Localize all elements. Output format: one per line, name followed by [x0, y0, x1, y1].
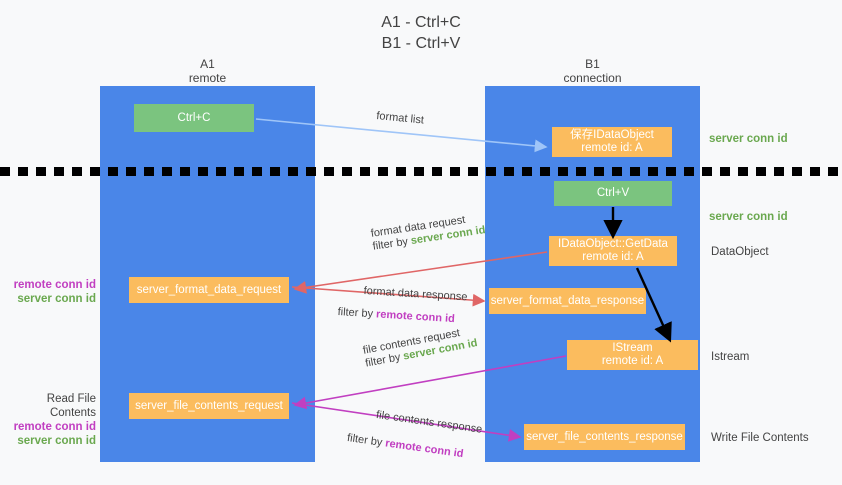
box-istream[interactable]: IStream remote id: A — [567, 340, 698, 370]
page-title: A1 - Ctrl+C B1 - Ctrl+V — [381, 14, 461, 52]
arrow-format-data-response — [291, 286, 486, 307]
box-server-format-data-response[interactable]: server_format_data_response — [489, 288, 646, 314]
annotation-server-conn-id-top: server conn id — [709, 133, 788, 145]
column-header-b1: B1 connection — [563, 57, 622, 85]
annotation-data-object: DataObject — [711, 246, 769, 258]
annotation-read-file-contents-group: Read File Contents remote conn id server… — [8, 392, 96, 448]
arrow-format-list — [255, 118, 548, 153]
box-server-file-contents-request[interactable]: server_file_contents_request — [129, 393, 289, 419]
annotation-remote-conn-id: remote conn id — [13, 279, 96, 291]
annotation-server-conn-id-mid: server conn id — [709, 211, 788, 223]
column-header-a1: A1 remote — [188, 57, 227, 85]
annotation-remote-conn-id: remote conn id — [13, 421, 96, 433]
arrow-getdata-to-istream — [635, 267, 672, 343]
box-ctrl-c[interactable]: Ctrl+C — [134, 104, 254, 132]
annotation-read-file-contents: Read File Contents — [46, 393, 96, 419]
annotation-server-conn-id: server conn id — [17, 293, 96, 305]
filter-prefix: filter by — [337, 306, 377, 321]
box-server-file-contents-response[interactable]: server_file_contents_response — [524, 424, 685, 450]
annotation-format-conn-ids: remote conn id server conn id — [8, 278, 96, 306]
box-save-idataobject[interactable]: 保存IDataObject remote id: A — [552, 127, 672, 157]
phase-separator-dashed-line — [0, 167, 842, 176]
box-server-format-data-request[interactable]: server_format_data_request — [129, 277, 289, 303]
arrow-file-contents-request — [293, 355, 567, 410]
arrow-format-data-request — [293, 251, 548, 294]
arrow-file-contents-response — [291, 402, 522, 442]
annotation-write-file-contents: Write File Contents — [711, 432, 809, 444]
box-idataobject-getdata[interactable]: IDataObject::GetData remote id: A — [549, 236, 677, 266]
annotation-server-conn-id: server conn id — [17, 435, 96, 447]
annotation-istream: Istream — [711, 351, 750, 363]
box-ctrl-v[interactable]: Ctrl+V — [554, 181, 672, 206]
